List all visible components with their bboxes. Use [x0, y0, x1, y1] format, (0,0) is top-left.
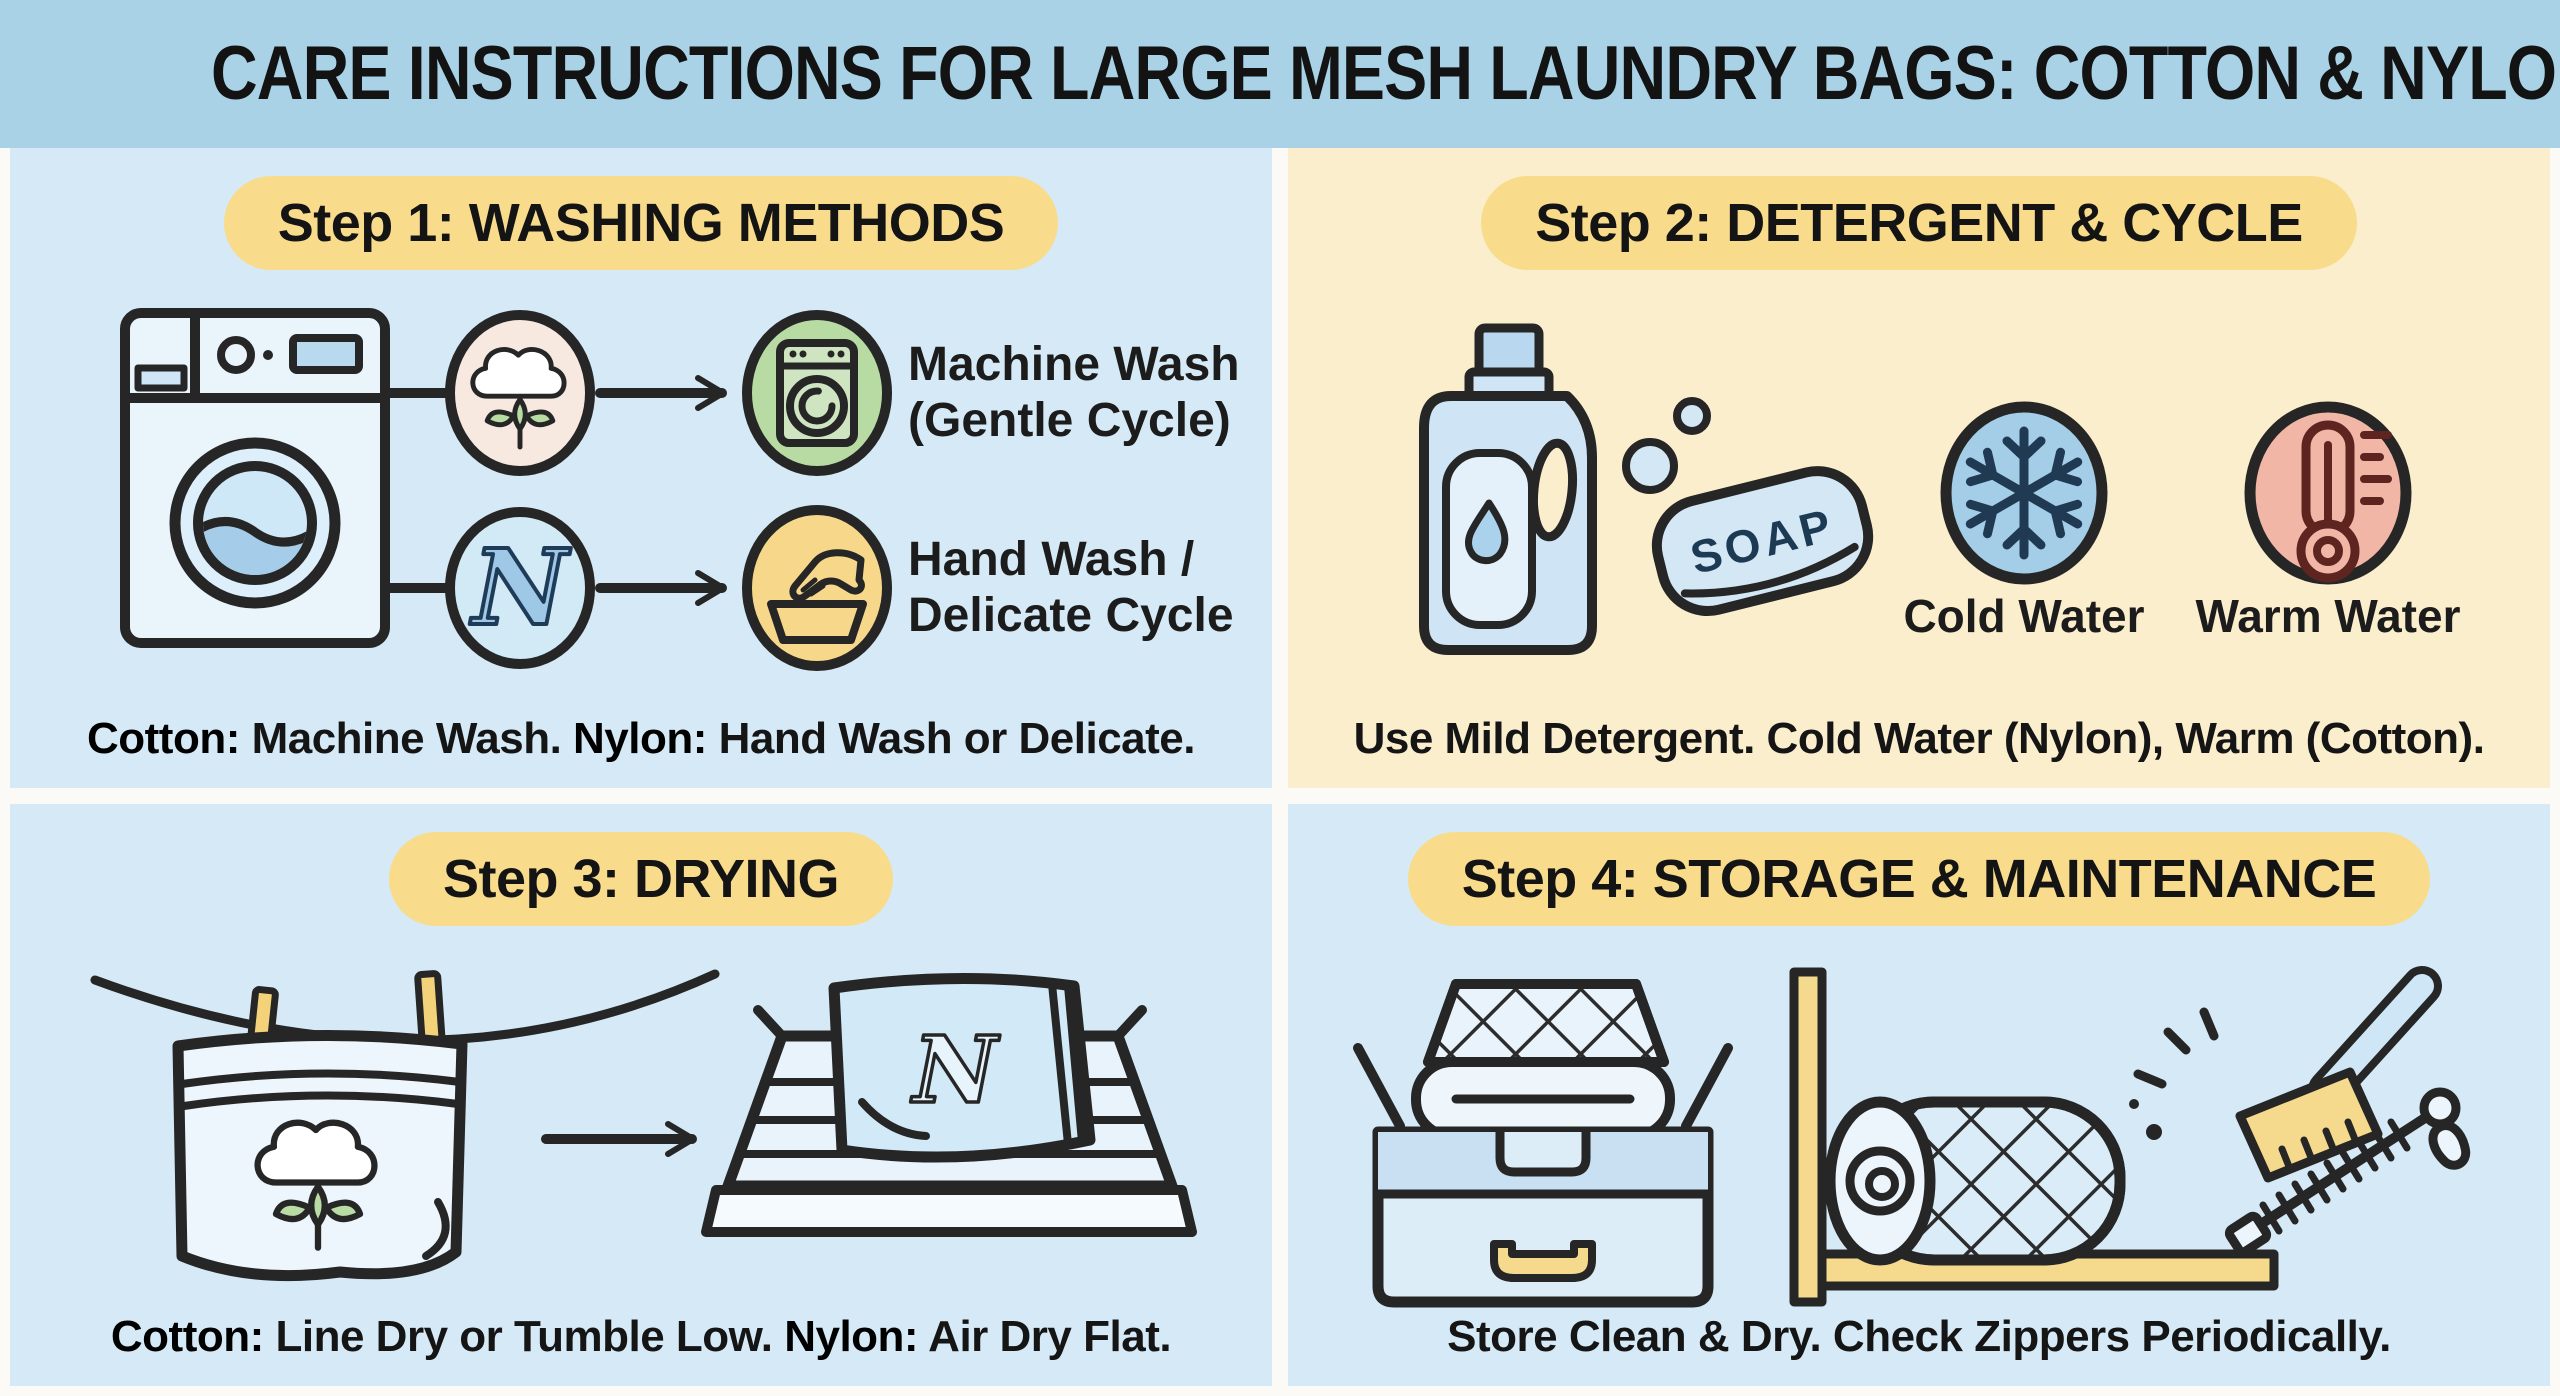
- cotton-icon: [445, 310, 595, 476]
- hand-wash-icon: [742, 505, 892, 671]
- steps-grid: Step 1: WASHING METHODS: [0, 148, 2560, 1396]
- machine-wash-icon: [742, 310, 892, 476]
- step3-footer: Cotton: Line Dry or Tumble Low. Nylon: A…: [10, 1312, 1272, 1362]
- cotton-label: Cotton:: [86, 714, 240, 763]
- page-title: CARE INSTRUCTIONS FOR LARGE MESH LAUNDRY…: [210, 31, 2560, 116]
- step2-diagram: SOAP Cold Water: [1419, 323, 2461, 655]
- step1-footer: Cotton: Machine Wash. Nylon: Hand Wash o…: [10, 714, 1272, 764]
- step3-diagram: N: [90, 969, 1197, 1282]
- detergent-bottle-icon: [1419, 323, 1597, 655]
- storage-box-icon: [1353, 979, 1733, 1308]
- machine-wash-label-line1: Machine Wash: [908, 338, 1240, 391]
- cotton-label: Cotton:: [110, 1312, 264, 1361]
- step2-panel: Step 2: DETERGENT & CYCLE SOAP: [1288, 148, 2550, 788]
- hand-wash-label-line1: Hand Wash /: [908, 533, 1194, 586]
- step1-header-pill: Step 1: WASHING METHODS: [223, 176, 1059, 270]
- shelf-rolled-bag-icon: [1789, 967, 2279, 1307]
- title-band: CARE INSTRUCTIONS FOR LARGE MESH LAUNDRY…: [0, 0, 2560, 148]
- hand-wash-label-line2: Delicate Cycle: [908, 589, 1234, 642]
- nylon-letter: N: [910, 1016, 1000, 1124]
- warm-water-icon: [2244, 401, 2412, 585]
- footer-text: Line Dry or Tumble Low.: [263, 1312, 785, 1361]
- step4-panel: Step 4: STORAGE & MAINTENANCE: [1288, 804, 2550, 1386]
- footer-text: Use Mild Detergent. Cold Water (Nylon), …: [1353, 714, 2485, 763]
- warm-water-label: Warm Water: [2196, 590, 2461, 642]
- footer-text: Machine Wash.: [239, 714, 574, 763]
- step4-diagram: [1353, 966, 2471, 1308]
- footer-text: Air Dry Flat.: [918, 1312, 1172, 1361]
- step3-header-pill: Step 3: DRYING: [388, 832, 894, 926]
- nylon-label: Nylon:: [784, 1312, 919, 1361]
- step2-header-pill: Step 2: DETERGENT & CYCLE: [1481, 176, 2357, 270]
- nylon-label: Nylon:: [573, 714, 707, 763]
- drying-rack-icon: N: [701, 973, 1197, 1237]
- step1-panel: Step 1: WASHING METHODS: [10, 148, 1272, 788]
- cold-water-icon: [1940, 401, 2108, 585]
- footer-text: Store Clean & Dry. Check Zippers Periodi…: [1447, 1312, 2391, 1361]
- brush-zipper-icon: [2129, 966, 2471, 1257]
- clothesline-bag-icon: [90, 969, 720, 1282]
- footer-text: Hand Wash or Delicate.: [706, 714, 1196, 763]
- washing-machine-icon: [120, 308, 390, 648]
- soap-bar-icon: SOAP: [1622, 397, 1874, 617]
- cold-water-label: Cold Water: [1903, 590, 2144, 642]
- step3-panel: Step 3: DRYING: [10, 804, 1272, 1386]
- machine-wash-label-line2: (Gentle Cycle): [908, 394, 1231, 447]
- step4-footer: Store Clean & Dry. Check Zippers Periodi…: [1288, 1312, 2550, 1362]
- nylon-letter: N: [469, 526, 571, 649]
- step4-header-pill: Step 4: STORAGE & MAINTENANCE: [1407, 832, 2431, 926]
- nylon-icon: N: [445, 507, 595, 669]
- step1-diagram: Machine Wash (Gentle Cycle) N Hand W: [120, 308, 1240, 671]
- step2-footer: Use Mild Detergent. Cold Water (Nylon), …: [1288, 714, 2550, 764]
